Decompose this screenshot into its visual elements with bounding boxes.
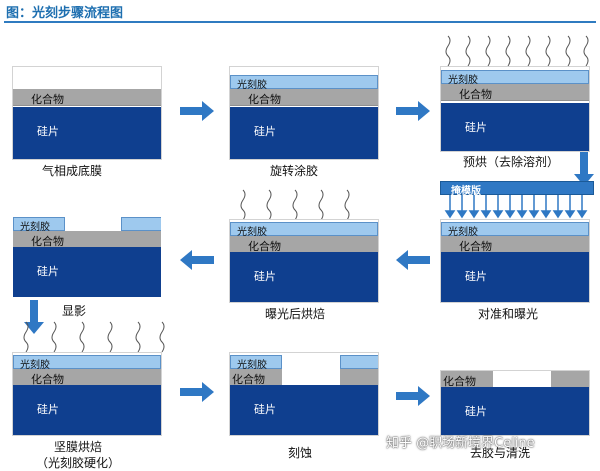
- silicon-label: 硅片: [465, 405, 487, 418]
- photoresist-label: 光刻胶: [237, 227, 267, 238]
- caption-soft-bake: 预烘（去除溶剂）: [463, 155, 560, 169]
- silicon-label: 硅片: [37, 403, 59, 416]
- exposure-arrows-icon: [444, 195, 588, 219]
- compound-label: 化合物: [31, 235, 64, 248]
- compound-left: 化合物: [230, 369, 282, 386]
- arrow-right-icon: [396, 101, 430, 121]
- heat-waves-icon: [240, 189, 350, 221]
- caption-develop: 显影: [62, 304, 87, 318]
- photoresist-layer: 光刻胶: [441, 222, 589, 238]
- compound-layer: 化合物: [13, 231, 161, 248]
- arrow-right-icon: [180, 101, 214, 121]
- panel-soft-bake: 光刻胶 化合物 硅片: [440, 66, 590, 152]
- silicon-layer: 硅片: [230, 252, 378, 302]
- figure-title: 图：光刻步骤流程图: [6, 6, 124, 21]
- panel-vapor-prime: 化合物 硅片: [12, 66, 162, 160]
- silicon-label: 硅片: [37, 125, 59, 138]
- silicon-label: 硅片: [465, 121, 487, 134]
- silicon-layer: 硅片: [230, 107, 378, 159]
- compound-label: 化合物: [31, 373, 64, 386]
- caption-hard-bake: 坚膜烘焙: [54, 440, 103, 454]
- photoresist-label: 光刻胶: [237, 80, 267, 91]
- panel-align-expose: 光刻胶 化合物 硅片: [440, 219, 590, 303]
- caption-post-exposure-bake: 曝光后烘焙: [265, 307, 326, 321]
- mask-plate: 掩模版: [440, 181, 594, 197]
- silicon-label: 硅片: [254, 403, 276, 416]
- arrow-left-icon: [180, 250, 214, 270]
- caption-strip-clean: 去胶与清洗: [470, 446, 531, 460]
- heat-waves-icon: [23, 321, 165, 353]
- caption-vapor-prime: 气相成底膜: [42, 164, 103, 178]
- photoresist-label: 光刻胶: [448, 227, 478, 238]
- arrow-right-icon: [396, 386, 430, 406]
- panel-etch: 光刻胶 化合物 硅片: [229, 352, 379, 436]
- silicon-layer: 硅片: [441, 252, 589, 302]
- compound-label: 化合物: [459, 240, 492, 253]
- photoresist-label: 光刻胶: [20, 360, 50, 371]
- silicon-label: 硅片: [254, 125, 276, 138]
- arrow-right-icon: [180, 382, 214, 402]
- arrow-down-icon: [24, 300, 44, 334]
- arrow-left-icon: [396, 250, 430, 270]
- compound-layer: 化合物: [441, 236, 589, 253]
- photoresist-label: 光刻胶: [20, 222, 50, 233]
- heat-waves-icon: [445, 35, 589, 67]
- compound-label: 化合物: [248, 240, 281, 253]
- photoresist-left: 光刻胶: [13, 217, 65, 233]
- photoresist-left: 光刻胶: [13, 355, 161, 371]
- silicon-layer: 硅片: [13, 107, 161, 159]
- compound-left: 化合物: [441, 371, 493, 388]
- compound-label: 化合物: [443, 375, 476, 388]
- silicon-layer: 硅片: [441, 387, 589, 435]
- caption-align-expose: 对准和曝光: [478, 307, 539, 321]
- caption-etch: 刻蚀: [288, 446, 313, 460]
- arrow-down-icon: [574, 152, 594, 186]
- silicon-label: 硅片: [465, 270, 487, 283]
- silicon-label: 硅片: [254, 270, 276, 283]
- title-divider: [4, 21, 596, 23]
- photoresist-label: 光刻胶: [237, 360, 267, 371]
- compound-right: [551, 371, 589, 388]
- silicon-layer: 硅片: [441, 103, 589, 151]
- compound-layer: 化合物: [13, 369, 161, 386]
- panel-spin-coat: 光刻胶 化合物 硅片: [229, 66, 379, 160]
- silicon-label: 硅片: [37, 265, 59, 278]
- silicon-layer: 硅片: [230, 385, 378, 435]
- panel-strip-clean: 化合物 硅片: [440, 370, 590, 436]
- compound-layer: 化合物: [13, 89, 161, 106]
- compound-label: 化合物: [232, 373, 265, 386]
- watermark: 知乎 @职场新境界Celine: [386, 436, 535, 451]
- panel-develop: 光刻胶 化合物 硅片: [12, 214, 162, 298]
- caption-hard-bake-note: （光刻胶硬化）: [36, 456, 121, 470]
- compound-layer: 化合物: [230, 236, 378, 253]
- photoresist-right: [340, 355, 378, 369]
- caption-spin-coat: 旋转涂胶: [270, 164, 319, 178]
- silicon-layer: 硅片: [13, 247, 161, 297]
- compound-label: 化合物: [248, 93, 281, 106]
- compound-layer: 化合物: [441, 84, 589, 101]
- compound-right: [340, 369, 378, 386]
- mask-label: 掩模版: [451, 186, 481, 197]
- compound-label: 化合物: [31, 93, 64, 106]
- photoresist-left: 光刻胶: [230, 355, 282, 371]
- photoresist-layer: 光刻胶: [230, 222, 378, 238]
- compound-layer: 化合物: [230, 89, 378, 106]
- silicon-layer: 硅片: [13, 385, 161, 435]
- photoresist-label: 光刻胶: [448, 75, 478, 86]
- photoresist-layer: 光刻胶: [230, 75, 378, 91]
- photoresist-layer: 光刻胶: [441, 70, 589, 86]
- panel-post-exposure-bake: 光刻胶 化合物 硅片: [229, 219, 379, 303]
- photoresist-right: [121, 217, 161, 231]
- panel-hard-bake: 光刻胶 化合物 硅片: [12, 352, 162, 436]
- compound-label: 化合物: [459, 88, 492, 101]
